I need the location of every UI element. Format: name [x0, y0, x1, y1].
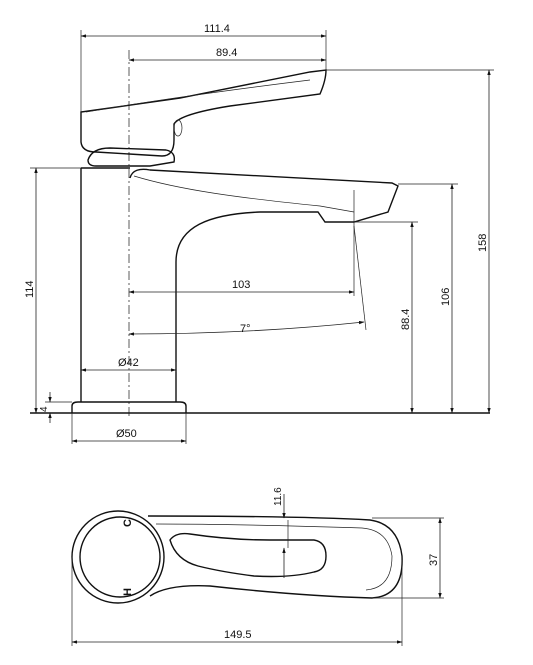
lever-inner-line — [85, 79, 311, 113]
dim-top-handle-width: 37 — [428, 554, 440, 566]
dim-overall-width: 111.4 — [204, 23, 230, 35]
dim-overall-height: 158 — [477, 234, 489, 252]
spout-outline — [129, 168, 399, 402]
dim-outlet-height: 88.4 — [400, 309, 412, 330]
handle-inner-line — [155, 523, 393, 591]
side-view: 111.4 89.4 158 106 88.4 114 4 103 7° Ø42… — [24, 23, 494, 444]
top-view: C H 149.5 37 11.6 — [71, 487, 444, 646]
hot-mark: H — [122, 588, 134, 596]
handle-slot — [169, 532, 327, 578]
dim-spout-height: 106 — [440, 288, 452, 306]
lever-pivot — [173, 119, 183, 137]
dim-spout-reach: 103 — [232, 279, 250, 291]
dim-spout-angle: 7° — [240, 323, 251, 335]
cold-mark: C — [122, 519, 134, 527]
base-circle-inner — [79, 516, 161, 598]
dim-handle-offset: 11.6 — [273, 487, 284, 506]
handle-collar — [87, 147, 176, 167]
dim-body-diameter: Ø42 — [118, 357, 139, 369]
dim-body-height: 114 — [24, 280, 36, 298]
dim-base-diameter: Ø50 — [116, 428, 137, 440]
base-plate — [71, 401, 187, 413]
base-circle-outer — [71, 510, 165, 604]
lever-handle — [80, 69, 327, 157]
dim-handle-width: 89.4 — [216, 47, 237, 59]
dim-overall-length: 149.5 — [224, 629, 252, 641]
spout-inner-line — [133, 175, 355, 213]
dim-base-thickness: 4 — [39, 406, 50, 412]
